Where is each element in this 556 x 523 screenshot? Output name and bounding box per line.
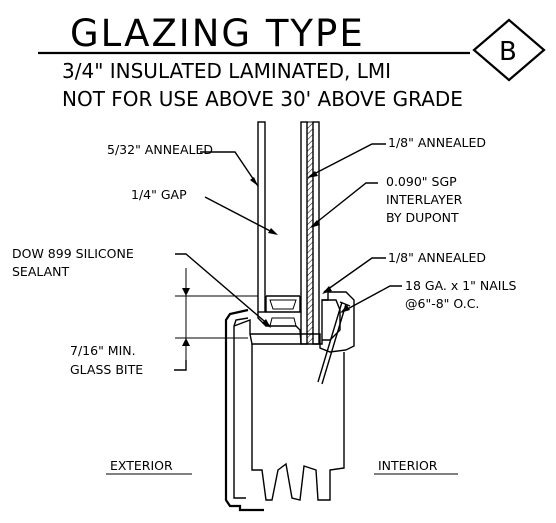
leader-annealed-18-bottom — [323, 257, 386, 293]
exterior-cladding — [224, 308, 264, 512]
arrow-sgp — [310, 220, 320, 228]
leader-nails — [341, 285, 402, 313]
glass-bite-dimension — [175, 268, 258, 360]
description-line-2: NOT FOR USE ABOVE 30' ABOVE GRADE — [62, 87, 463, 111]
callout-nails-2: @6"-8" O.C. — [405, 296, 479, 311]
interior-label: INTERIOR — [378, 458, 438, 473]
callout-sealant-2: SEALANT — [12, 264, 70, 279]
arrow-annealed-18-bottom — [322, 286, 332, 294]
leader-gap — [204, 196, 277, 235]
leader-annealed-18-top — [309, 143, 386, 177]
callout-annealed-18-bottom: 1/8" ANNEALED — [388, 250, 486, 265]
callout-bite-2: GLASS BITE — [70, 362, 143, 377]
callout-nails-1: 18 GA. x 1" NAILS — [405, 278, 516, 293]
callout-sgp-2: INTERLAYER — [386, 192, 463, 207]
arrow-annealed-18-top — [307, 171, 318, 178]
nail-head — [339, 301, 351, 307]
exterior-label: EXTERIOR — [110, 458, 173, 473]
leader-bite — [174, 360, 187, 371]
tag-letter: B — [499, 37, 517, 67]
callout-annealed-532: 5/32" ANNEALED — [107, 142, 213, 157]
arrow-nails — [340, 305, 350, 313]
tag-diamond — [472, 18, 546, 82]
wood-sash — [233, 291, 355, 353]
nail-2 — [317, 301, 343, 383]
callout-sgp-1: 0.090" SGP — [386, 174, 457, 189]
insulated-glass-unit — [257, 121, 320, 345]
glazing-stop — [322, 299, 341, 341]
leader-sgp — [311, 182, 378, 227]
leader-annealed-532 — [200, 151, 259, 187]
leader-sealant — [175, 253, 271, 327]
sash-body — [251, 344, 345, 501]
callout-bite-1: 7/16" MIN. — [70, 343, 136, 358]
interior-lite-outer — [300, 121, 308, 345]
spacer — [265, 295, 301, 313]
arrow-annealed-532 — [250, 177, 258, 186]
drawing-title: GLAZING TYPE — [70, 12, 365, 55]
type-tag: B — [472, 18, 546, 82]
nail — [321, 303, 347, 385]
callout-gap: 1/4" GAP — [131, 187, 187, 202]
silicone-sealant — [257, 312, 302, 345]
arrow-gap — [268, 228, 278, 235]
callout-sgp-3: BY DUPONT — [386, 210, 459, 225]
arrow-sealant — [262, 319, 271, 328]
cladding-inner — [233, 317, 249, 499]
callout-sealant-1: DOW 899 SILICONE — [12, 246, 134, 261]
exterior-lite — [257, 121, 266, 313]
callout-annealed-18-top: 1/8" ANNEALED — [388, 135, 486, 150]
sash-frame — [224, 291, 355, 512]
sgp-interlayer — [306, 121, 314, 345]
description-line-1: 3/4" INSULATED LAMINATED, LMI — [62, 59, 391, 83]
sealant-bead — [269, 317, 297, 327]
spacer-detail — [269, 299, 297, 310]
interior-lite-inner — [312, 121, 320, 345]
